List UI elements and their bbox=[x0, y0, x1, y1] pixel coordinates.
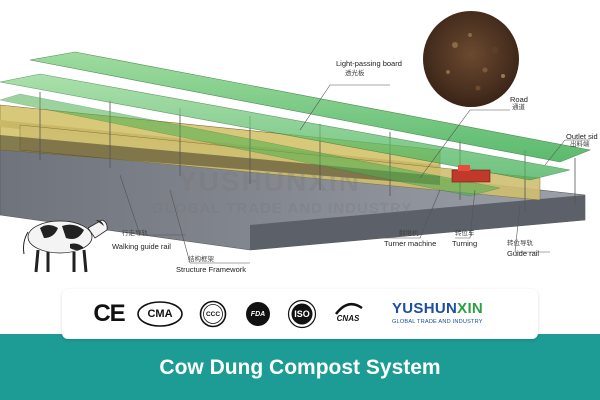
label-outlet-en: Outlet sid bbox=[566, 132, 598, 141]
cma-mark-icon: CMA bbox=[137, 300, 183, 328]
cow-illustration bbox=[23, 219, 108, 273]
watermark-tagline: GLOBAL TRADE AND INDUSTRY bbox=[152, 200, 413, 217]
cma-mark-text: CMA bbox=[147, 308, 173, 320]
brand-name-part2: XIN bbox=[457, 300, 484, 317]
compost-soil-photo bbox=[423, 11, 519, 107]
label-turner-cn: 翻堆机 bbox=[399, 230, 419, 237]
label-road-cn: 通道 bbox=[512, 104, 525, 111]
ccc-mark-icon: CCC bbox=[194, 300, 232, 328]
iso-mark-text: ISO bbox=[294, 309, 310, 319]
ce-mark-text: CE bbox=[93, 300, 125, 327]
cnas-mark-icon: CNAS bbox=[330, 300, 366, 328]
label-guide-rail-cn: 转位导轨 bbox=[507, 240, 533, 247]
watermark-brand: YUSHUNXIN bbox=[178, 166, 361, 197]
label-road-en: Road bbox=[510, 95, 528, 104]
ccc-mark-text: CCC bbox=[205, 310, 221, 318]
label-structure-en: Structure Framework bbox=[176, 265, 247, 274]
label-light-board-en: Light-passing board bbox=[336, 59, 402, 68]
label-outlet-cn: 出料端 bbox=[570, 141, 590, 148]
fda-mark-text: FDA bbox=[250, 310, 266, 318]
label-walking-rail-cn: 行走导轨 bbox=[122, 230, 148, 237]
caption-band bbox=[0, 334, 600, 400]
turner-machine bbox=[451, 165, 491, 183]
label-guide-rail-en: Guide rail bbox=[507, 249, 540, 258]
label-structure-cn: 结构框架 bbox=[188, 256, 214, 263]
brand-logo: YUSHUNXIN GLOBAL TRADE AND INDUSTRY bbox=[392, 301, 532, 325]
brand-name: YUSHUNXIN bbox=[392, 301, 532, 316]
fda-mark-icon: FDA bbox=[243, 300, 273, 328]
label-turning-en: Turning bbox=[452, 239, 478, 248]
label-walking-rail-en: Walking guide rail bbox=[112, 242, 171, 251]
label-turning-cn: 转位车 bbox=[455, 230, 475, 237]
light-passing-roofs bbox=[0, 51, 592, 197]
brand-name-part1: YUSHUN bbox=[392, 300, 458, 317]
brand-tagline: GLOBAL TRADE AND INDUSTRY bbox=[392, 319, 483, 325]
ce-mark-icon: CE bbox=[90, 300, 128, 328]
label-light-board-cn: 透光板 bbox=[345, 70, 365, 77]
callout-lines bbox=[119, 84, 590, 264]
label-turner-en: Turner machine bbox=[384, 239, 437, 248]
page-title: Cow Dung Compost System bbox=[159, 356, 441, 379]
cnas-mark-text: CNAS bbox=[336, 313, 360, 323]
iso-mark-icon: ISO bbox=[286, 299, 318, 329]
